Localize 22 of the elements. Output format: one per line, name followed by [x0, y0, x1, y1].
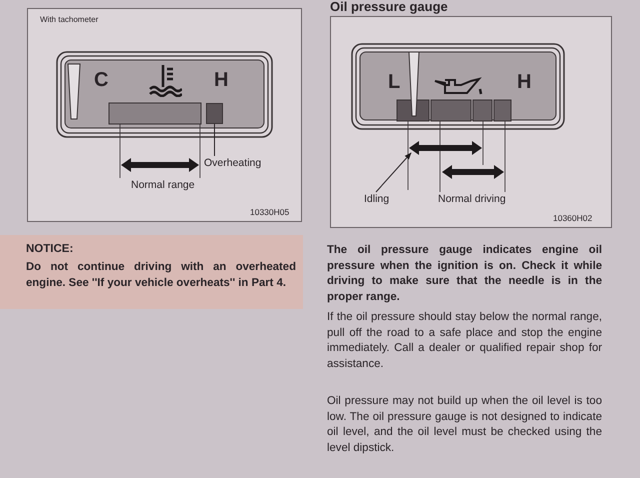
figure-panel — [27, 8, 302, 222]
figure-panel — [330, 16, 612, 228]
leader-line — [376, 152, 412, 192]
notice-heading: NOTICE: — [26, 243, 74, 255]
range-label: Normal driving — [438, 193, 506, 205]
leader-line — [214, 124, 215, 156]
section-heading: Oil pressure gauge — [330, 0, 448, 14]
notice-text: Do not continue driving with an overheated engine. See ''If your vehicle overheats'' in Part 4. — [26, 260, 296, 291]
range-label: Normal range — [131, 179, 195, 191]
scale-letter: H — [517, 72, 532, 92]
callout-label: Idling — [364, 193, 390, 205]
figure-code: 10330H05 — [250, 207, 290, 217]
scale-letter: H — [214, 70, 228, 90]
figure-code: 10360H02 — [553, 213, 592, 223]
body-paragraph: Oil pressure may not build up when the oil level is too low. The oil pressure gauge is not designed to indicate oil level, and the oil level must be checked using the level dipstick. — [327, 394, 602, 456]
gauge-segment — [206, 103, 223, 124]
figure-caption: With tachometer — [40, 15, 98, 24]
callout-label: Overheating — [204, 157, 262, 169]
scale-letter: C — [94, 70, 108, 90]
body-paragraph: If the oil pressure should stay below the normal range, pull off the road to a safe place and stop the engine immediately. Call a dealer or qualified repair shop for assistance. — [327, 310, 602, 372]
body-paragraph: The oil pressure gauge indicates engine oil pressure when the ignition is on. Check it while driving to make sure that the needle is in the proper range. — [327, 243, 602, 305]
scale-letter: L — [388, 72, 400, 92]
